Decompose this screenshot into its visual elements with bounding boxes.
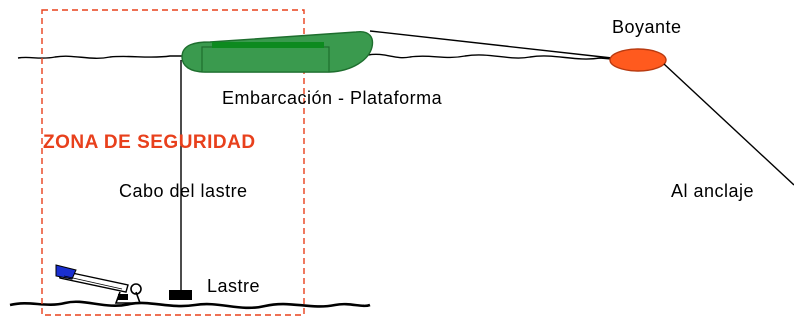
weight-label: Lastre: [207, 276, 261, 296]
water-surface: [367, 53, 613, 60]
boat-label: Embarcación - Plataforma: [222, 88, 443, 108]
buoy-label: Boyante: [612, 17, 682, 37]
boat-to-buoy-line: [369, 30, 613, 59]
weight-line-label: Cabo del lastre: [119, 181, 248, 201]
scope-icon: [55, 264, 142, 304]
inflatable-boat-icon: [181, 31, 374, 73]
anchor-line: [663, 63, 794, 186]
safety-zone-label: ZONA DE SEGURIDAD: [43, 132, 256, 153]
seabed: [9, 300, 371, 310]
safety-zone-box: [41, 9, 305, 316]
weight-block-icon: [169, 290, 192, 300]
buoy-icon: [609, 48, 667, 72]
water-surface: [17, 55, 182, 59]
anchor-label: Al anclaje: [671, 181, 755, 201]
